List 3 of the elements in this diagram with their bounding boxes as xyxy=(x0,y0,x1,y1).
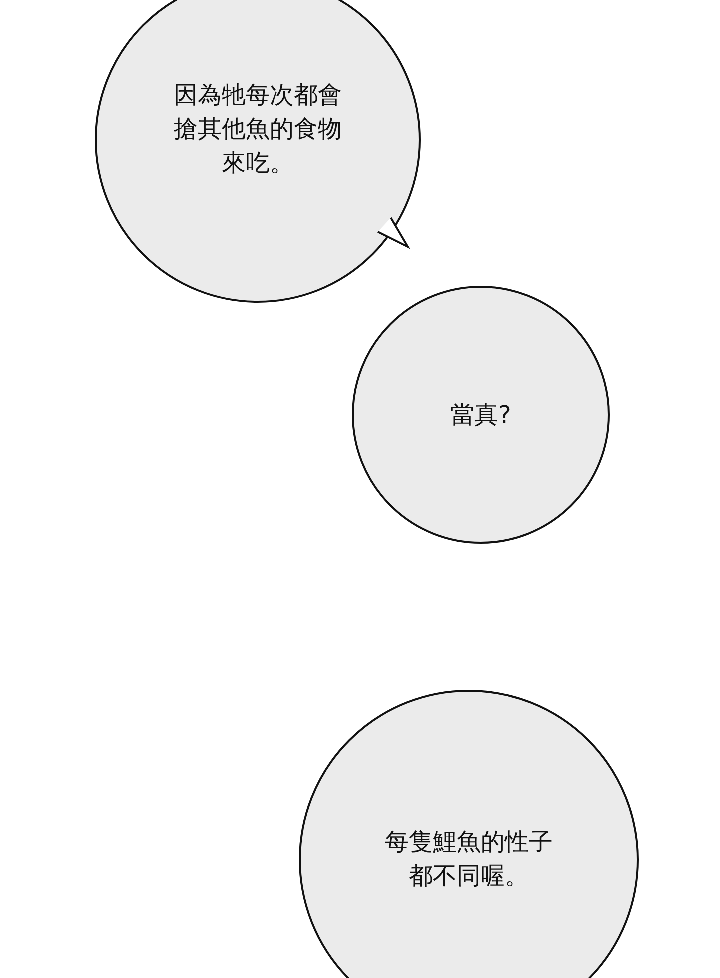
dialogue-text: 當真? xyxy=(450,400,512,431)
dialogue-text: 因為牠每次都會搶其他魚的食物來吃。 xyxy=(173,80,343,179)
dialogue-text: 每隻鯉魚的性子都不同喔。 xyxy=(384,827,554,892)
